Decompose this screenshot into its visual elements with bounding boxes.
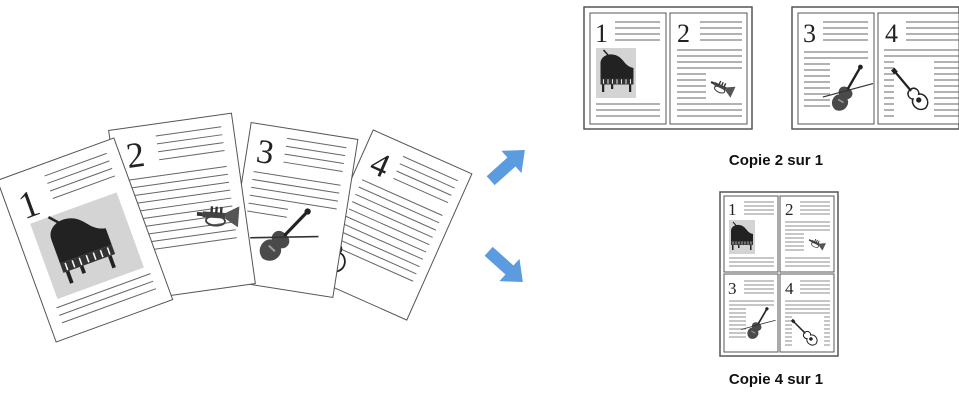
two-up-page-number: 1 <box>595 19 608 48</box>
four-up-page-number: 1 <box>728 200 737 219</box>
two-up-sheet-1: 1 2 <box>584 7 752 129</box>
two-up-page-number: 3 <box>803 19 816 48</box>
arrow-up-right-icon <box>481 139 535 192</box>
caption-2-up: Copie 2 sur 1 <box>676 152 876 169</box>
two-up-page-number: 2 <box>677 19 690 48</box>
caption-4-up: Copie 4 sur 1 <box>676 371 876 388</box>
four-up-page-number: 4 <box>785 279 794 298</box>
two-up-sheet-2: 3 4 <box>792 7 959 129</box>
two-up-page-number: 4 <box>885 19 898 48</box>
source-pages: 4 3 <box>0 113 472 342</box>
four-up-sheet: 1 2 3 <box>720 192 838 356</box>
four-up-page-number: 3 <box>728 279 737 298</box>
arrow-down-right-icon <box>479 240 533 293</box>
four-up-page-number: 2 <box>785 200 794 219</box>
